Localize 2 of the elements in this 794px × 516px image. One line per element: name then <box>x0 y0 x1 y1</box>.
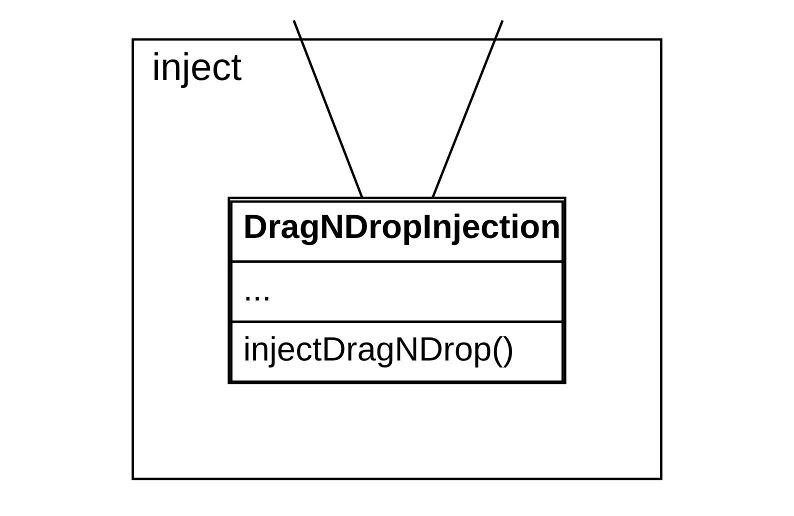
connector <box>432 20 504 198</box>
connector <box>292 20 364 198</box>
